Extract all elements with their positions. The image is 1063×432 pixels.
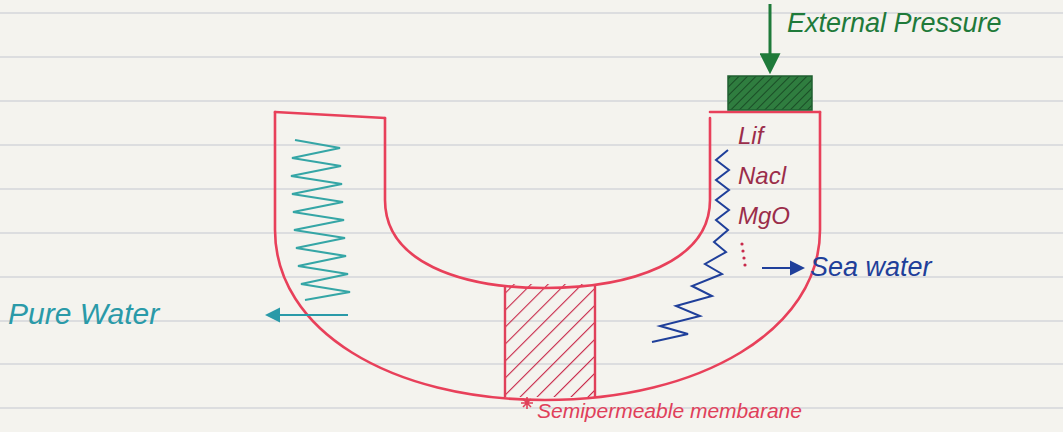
pure-water-leader <box>268 314 348 316</box>
pressure-label: External Pressure <box>787 8 1002 39</box>
membrane-hatch <box>500 280 600 405</box>
solute-label: MgO <box>738 202 790 230</box>
dotted-continuation <box>740 242 746 266</box>
sea-water-label: Sea water <box>810 252 932 283</box>
piston <box>728 76 812 110</box>
membrane-label: Semipermeable membarane <box>537 399 802 423</box>
pure-water-zigzag <box>291 140 350 300</box>
sea-water-zigzag <box>652 150 729 342</box>
u-tube <box>275 112 820 400</box>
pure-water-label: Pure Water <box>8 297 159 332</box>
solute-label: Lif <box>738 122 763 150</box>
paper-lines <box>0 13 1063 408</box>
solute-label: Nacl <box>738 162 786 190</box>
membrane-outline <box>505 286 595 397</box>
pressure-arrow <box>769 4 772 70</box>
membrane-marker <box>521 397 533 409</box>
sea-water-leader <box>762 267 802 269</box>
